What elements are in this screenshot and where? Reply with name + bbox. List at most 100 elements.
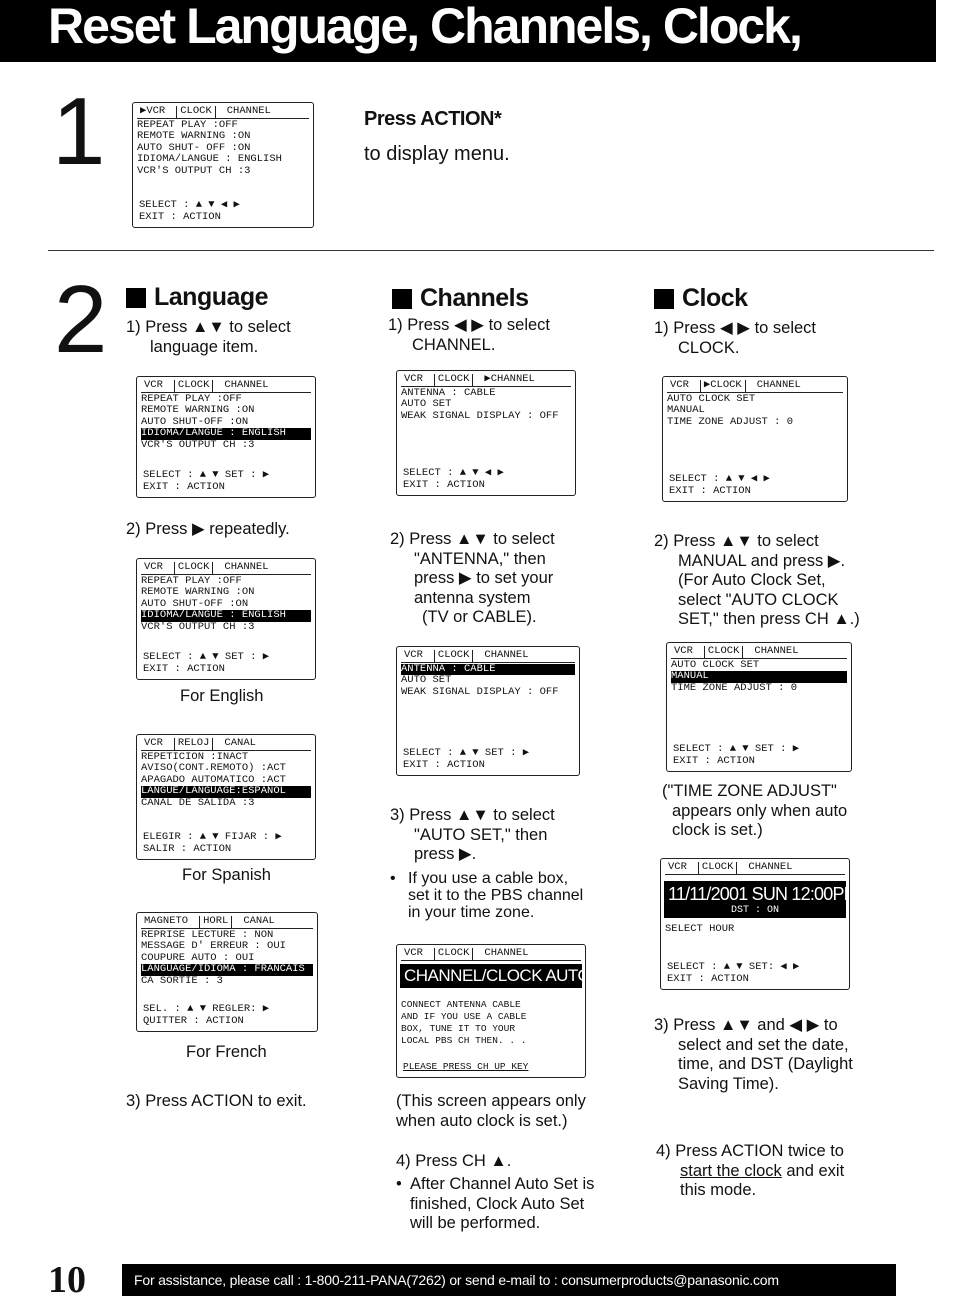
- screen-footer: ELEGIR : ▲ ▼ FIJAR : ▶ SALIR : ACTION: [143, 831, 282, 855]
- screen-footer: SELECT : ▲ ▼ SET : ▶ EXIT : ACTION: [143, 651, 269, 675]
- exit-hint: EXIT : ACTION: [403, 478, 485, 491]
- menu-row-highlighted: IDIOMA/LANGUE : ENGLISH: [141, 609, 311, 622]
- menu-row: REMOTE WARNING :ON: [141, 586, 255, 598]
- menu-row: AUTO SHUT-OFF :ON: [141, 597, 249, 610]
- select-hint: SELECT : ▲ ▼ SET: ◀ ▶: [667, 961, 800, 973]
- menu-row: REPRISE LECTURE : NON: [141, 928, 274, 941]
- step-2-number: 2: [54, 266, 108, 373]
- clock-screen-set-time: VCR CLOCK CHANNEL 11/11/2001 SUN 12:00PM…: [660, 858, 850, 990]
- exit-hint: EXIT : ACTION: [139, 210, 221, 223]
- tab-vcr: VCR: [668, 861, 687, 873]
- start-the-clock-text: start the clock: [680, 1161, 782, 1180]
- channels-heading: Channels: [392, 284, 529, 313]
- tab-clock: ▶CLOCK: [699, 379, 746, 392]
- channels-screen-auto-set: VCR CLOCK CHANNEL CHANNEL/CLOCK AUTO SET…: [396, 944, 586, 1078]
- clock-step3: 3) Press ▲▼ and ◀ ▶ to select and set th…: [654, 1016, 853, 1094]
- channels-bullet2-text: After Channel Auto Set is finished, Cloc…: [410, 1175, 594, 1234]
- section-divider: [48, 250, 934, 251]
- select-hour-label: SELECT HOUR: [665, 922, 735, 935]
- screen-tabs: VCR ▶CLOCK CHANNEL: [667, 379, 843, 393]
- screen-footer: SELECT : ▲ ▼ ◀ ▶ EXIT : ACTION: [403, 467, 504, 491]
- tab-reloj: RELOJ: [173, 737, 214, 750]
- bullet-dot-icon: •: [390, 870, 396, 887]
- channels-step2: 2) Press ▲▼ to select "ANTENNA," then pr…: [390, 530, 555, 628]
- menu-row: AUTO SHUT-OFF :ON: [141, 415, 249, 428]
- menu-row: AVISO(CONT.REMOTO) :ACT: [141, 762, 286, 774]
- clock-heading-label: Clock: [682, 284, 748, 312]
- message-line: LOCAL PBS CH THEN. . .: [401, 1034, 527, 1046]
- channels-step2-line: 2) Press ▲▼ to select: [390, 530, 555, 548]
- clock-screen-1: VCR ▶CLOCK CHANNEL AUTO CLOCK SET MANUAL…: [662, 376, 848, 502]
- channels-bullet-2: • After Channel Auto Set is finished, Cl…: [396, 1175, 594, 1232]
- channels-step2-line: antenna system: [414, 588, 531, 607]
- clock-step4-text: and exit: [781, 1161, 845, 1180]
- tab-canal: CANAL: [243, 915, 275, 927]
- screen-footer: SELECT : ▲ ▼ ◀ ▶ EXIT : ACTION: [669, 473, 770, 497]
- menu-row: VCR'S OUTPUT CH :3: [141, 620, 255, 633]
- screen-footer: SEL. : ▲ ▼ REGLER: ▶ QUITTER : ACTION: [143, 1003, 269, 1027]
- clock-note-line: appears only when auto: [672, 801, 848, 820]
- channels-bullet2-line: After Channel Auto Set is: [410, 1175, 595, 1193]
- channels-step3-line: "AUTO SET," then: [414, 825, 548, 844]
- channels-step2-line: press ▶ to set your: [414, 569, 554, 587]
- language-heading: Language: [126, 283, 269, 312]
- channels-step4: 4) Press CH ▲.: [396, 1152, 512, 1170]
- menu-row: IDIOMA/LANGUE : ENGLISH: [137, 153, 282, 165]
- language-step3: 3) Press ACTION to exit.: [126, 1092, 307, 1110]
- clock-note-line: ("TIME ZONE ADJUST": [662, 782, 837, 800]
- date-time-banner: 11/11/2001 SUN 12:00PM DST : ON: [664, 880, 849, 918]
- bullet-dot-icon: •: [396, 1175, 402, 1193]
- tab-vcr: VCR: [670, 379, 689, 391]
- menu-row: ANTENNA : CABLE: [401, 386, 496, 399]
- channels-note-line: when auto clock is set.): [396, 1111, 568, 1130]
- channels-screen-2: VCR CLOCK CHANNEL ANTENNA : CABLE AUTO S…: [396, 646, 580, 776]
- language-step2: 2) Press ▶ repeatedly.: [126, 520, 290, 538]
- screen-footer: SELECT : ▲ ▼ SET: ◀ ▶ EXIT : ACTION: [667, 961, 800, 985]
- language-step1-line: 1) Press ▲▼ to select: [126, 318, 291, 336]
- exit-hint: EXIT : ACTION: [669, 484, 751, 497]
- clock-screen-manual: VCR CLOCK CHANNEL AUTO CLOCK SET MANUAL …: [666, 642, 852, 772]
- menu-row: MESSAGE D' ERREUR : OUI: [141, 940, 286, 952]
- tab-magneto: MAGNETO: [144, 915, 189, 927]
- step1-heading: Press ACTION*: [364, 108, 502, 130]
- tab-vcr: VCR: [404, 649, 423, 661]
- channels-bullet1-text: If you use a cable box, set it to the PB…: [408, 870, 583, 921]
- caption-english: For English: [180, 687, 264, 705]
- tab-clock: CLOCK: [173, 561, 214, 574]
- tab-channel: CHANNEL: [226, 105, 271, 117]
- tab-vcr: VCR: [404, 373, 423, 385]
- tab-vcr: ▶VCR: [140, 105, 166, 117]
- menu-row: AUTO CLOCK SET: [667, 392, 756, 405]
- screen-tabs: VCR CLOCK ▶CHANNEL: [401, 373, 571, 387]
- clock-step2-line: SET," then press CH ▲.): [678, 610, 860, 628]
- menu-row: WEAK SIGNAL DISPLAY : OFF: [401, 409, 559, 422]
- menu-row: COUPURE AUTO : OUI: [141, 951, 255, 964]
- language-screen-english: VCR CLOCK CHANNEL REPEAT PLAY :OFF REMOT…: [136, 558, 316, 680]
- channels-step1-line: CHANNEL.: [412, 335, 496, 354]
- menu-row: WEAK SIGNAL DISPLAY : OFF: [401, 685, 559, 698]
- clock-step4-line: 4) Press ACTION twice to: [656, 1142, 844, 1160]
- screen-tabs: VCR RELOJ CANAL: [141, 737, 311, 751]
- screen-footer: SELECT : ▲ ▼ SET : ▶ EXIT : ACTION: [403, 747, 529, 771]
- select-hint: SELECT : ▲ ▼ ◀ ▶: [669, 473, 770, 485]
- tab-horl: HORL: [199, 915, 233, 928]
- select-hint: SELECT : ▲ ▼ SET : ▶: [673, 743, 800, 755]
- menu-row: AUTO CLOCK SET: [671, 658, 760, 671]
- language-screen-1: VCR CLOCK CHANNEL REPEAT PLAY :OFF REMOT…: [136, 376, 316, 498]
- menu-row: AUTO SET: [401, 398, 452, 410]
- step1-text: to display menu.: [364, 143, 510, 165]
- screen-tabs: MAGNETO HORL CANAL: [141, 915, 313, 929]
- screen-tabs: VCR CLOCK CHANNEL: [665, 861, 845, 875]
- press-ch-up-hint: PLEASE PRESS CH UP KEY: [403, 1061, 529, 1072]
- caption-french: For French: [186, 1043, 267, 1061]
- channels-step2-line: "ANTENNA," then: [414, 549, 546, 568]
- clock-step2-line: MANUAL and press ▶.: [678, 551, 846, 570]
- tab-channel: CHANNEL: [224, 561, 269, 573]
- menu-row-highlighted: IDIOMA/LANGUE : ENGLISH: [141, 427, 311, 440]
- dst-status: DST : ON: [730, 904, 779, 916]
- caption-spanish: For Spanish: [182, 866, 271, 884]
- clock-step2-line: 2) Press ▲▼ to select: [654, 532, 819, 550]
- screen-tabs: VCR CLOCK CHANNEL: [401, 947, 581, 961]
- page-number: 10: [48, 1259, 86, 1301]
- clock-step1: 1) Press ◀ ▶ to select CLOCK.: [654, 319, 816, 358]
